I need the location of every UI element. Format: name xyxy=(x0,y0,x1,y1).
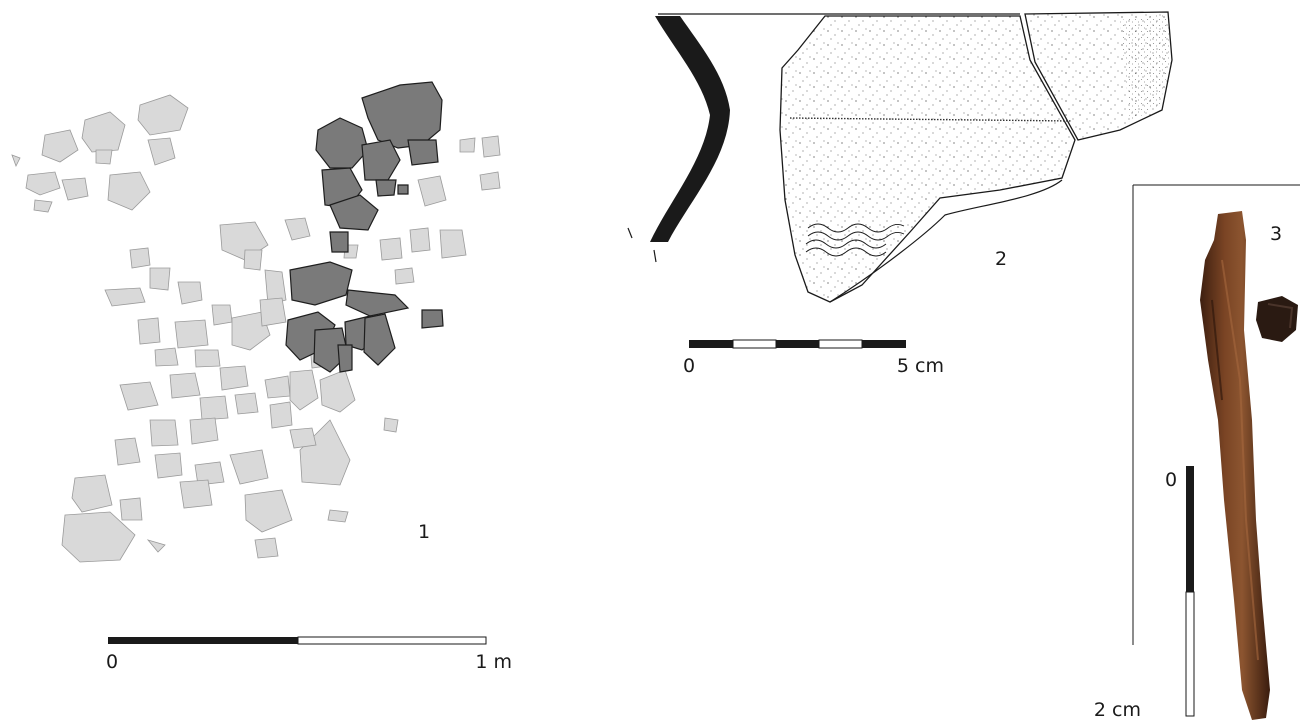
scale-bar-1m-start: 0 xyxy=(106,651,118,673)
figure-1-number: 1 xyxy=(418,521,430,543)
scale-bar-2cm-start: 0 xyxy=(1165,469,1177,491)
scale-bar-5cm: 0 5 cm xyxy=(683,339,944,377)
scale-bar-5cm-start: 0 xyxy=(683,355,695,377)
sherd-main-fragment xyxy=(779,15,1076,303)
stone-plan-dark-stones xyxy=(285,81,444,373)
stone-plan xyxy=(11,81,501,563)
sherd-profile-section xyxy=(650,16,730,242)
scale-bar-1m-end: 1 m xyxy=(475,651,512,673)
scale-bar-1m: 0 1 m xyxy=(106,636,512,673)
figure-3-number: 3 xyxy=(1270,223,1282,245)
iron-rod xyxy=(1200,211,1270,720)
stone-plan-light-stones xyxy=(11,94,501,563)
figure-2-number: 2 xyxy=(995,248,1007,270)
scale-bar-2cm: 0 2 cm xyxy=(1094,466,1195,721)
pottery-sherd-drawing xyxy=(627,11,1173,303)
scale-bar-5cm-end: 5 cm xyxy=(897,355,944,377)
iron-object-photo xyxy=(1132,184,1300,720)
sherd-wavy-decoration xyxy=(805,223,905,257)
scale-bar-2cm-end: 2 cm xyxy=(1094,699,1141,721)
